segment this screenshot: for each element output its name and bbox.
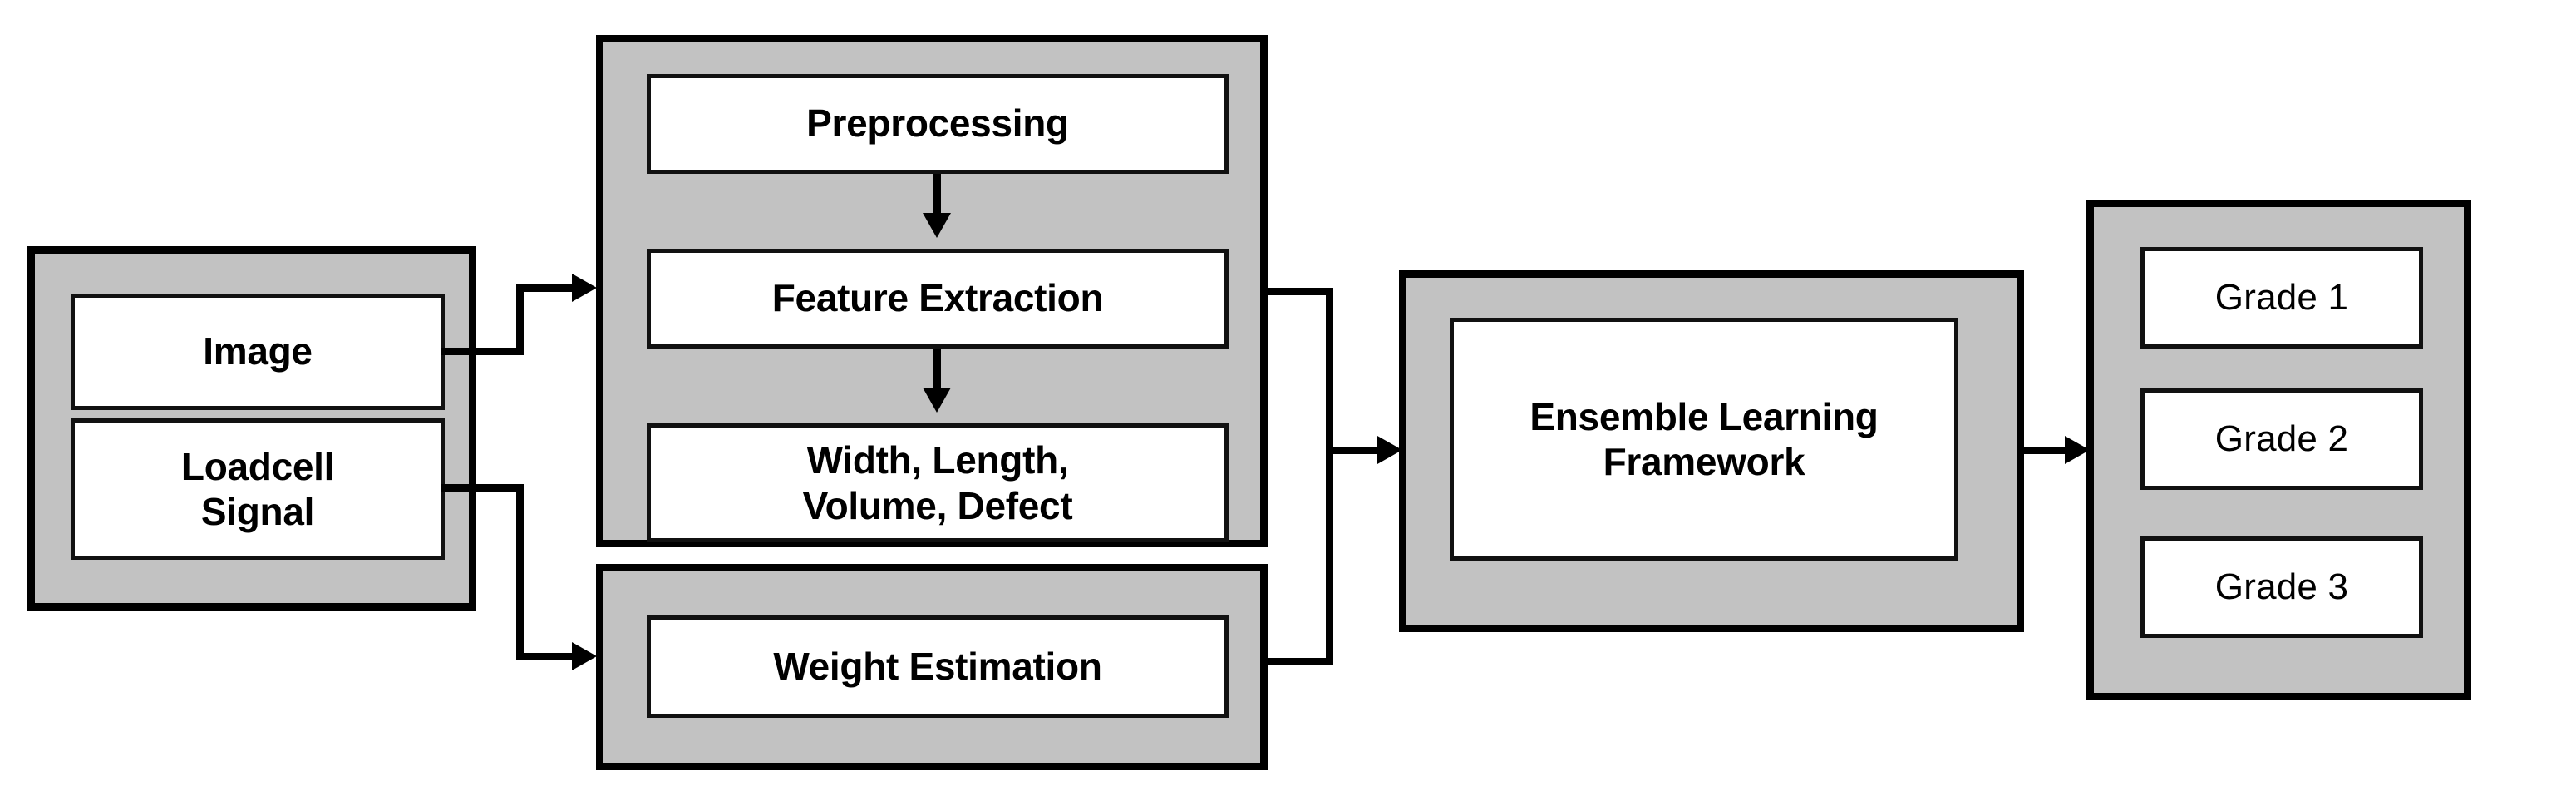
node-weight-estimation-label: Weight Estimation — [773, 644, 1102, 688]
node-grade-3: Grade 3 — [2140, 536, 2423, 638]
connector-vision-to-ensemble-seg1 — [1263, 288, 1333, 295]
node-image: Image — [71, 294, 445, 410]
node-grade-3-label: Grade 3 — [2214, 566, 2349, 608]
connector-image-to-vision-seg3 — [516, 284, 579, 292]
connector-merge-to-ensemble-seg — [1326, 447, 1386, 454]
vision-pipeline-group: Preprocessing Feature Extraction Width, … — [596, 35, 1268, 547]
connector-feature-to-features-head — [923, 388, 951, 413]
node-loadcell-signal-line2: Signal — [200, 490, 315, 533]
node-loadcell-signal-line1: Loadcell — [180, 444, 335, 488]
node-feature-extraction: Feature Extraction — [647, 249, 1229, 349]
connector-merge-to-ensemble-head — [1377, 436, 1402, 464]
connector-merge-bus — [1326, 288, 1333, 665]
weight-branch-group: Weight Estimation — [596, 564, 1268, 770]
connector-image-to-vision-seg2 — [516, 284, 524, 355]
node-preprocessing-label: Preprocessing — [806, 101, 1069, 146]
node-grade-2: Grade 2 — [2140, 388, 2423, 490]
connector-preprocessing-to-feature-head — [923, 213, 951, 238]
node-features: Width, Length, Volume, Defect — [647, 423, 1229, 542]
connector-loadcell-to-weight-seg2 — [516, 484, 524, 660]
node-features-line2: Volume, Defect — [802, 483, 1073, 527]
connector-preprocessing-to-feature-stem — [933, 174, 941, 220]
connector-weight-to-ensemble-seg1 — [1263, 658, 1333, 665]
node-weight-estimation: Weight Estimation — [647, 615, 1229, 718]
inputs-group: Image Loadcell Signal — [27, 246, 476, 611]
connector-feature-to-features-stem — [933, 349, 941, 394]
node-loadcell-signal: Loadcell Signal — [71, 418, 445, 560]
model-group: Ensemble Learning Framework — [1399, 270, 2024, 632]
node-grade-1-label: Grade 1 — [2214, 277, 2349, 319]
node-ensemble-line1: Ensemble Learning — [1529, 394, 1879, 438]
connector-image-to-vision-head — [572, 274, 597, 302]
node-ensemble-learning-framework: Ensemble Learning Framework — [1450, 318, 1958, 561]
connector-loadcell-to-weight-seg1 — [441, 484, 524, 492]
connector-loadcell-to-weight-head — [572, 642, 597, 670]
connector-image-to-vision-seg1 — [441, 348, 524, 355]
connector-loadcell-to-weight-seg3 — [516, 653, 579, 660]
outputs-group: Grade 1 Grade 2 Grade 3 — [2086, 200, 2471, 700]
node-image-label: Image — [203, 329, 313, 373]
node-feature-extraction-label: Feature Extraction — [771, 276, 1104, 320]
node-features-line1: Width, Length, — [806, 438, 1069, 482]
node-preprocessing: Preprocessing — [647, 74, 1229, 174]
connector-ensemble-to-grades-head — [2065, 436, 2090, 464]
node-grade-2-label: Grade 2 — [2214, 418, 2349, 460]
node-ensemble-line2: Framework — [1603, 440, 1805, 483]
connector-ensemble-to-grades-seg — [2022, 447, 2072, 454]
node-grade-1: Grade 1 — [2140, 247, 2423, 349]
